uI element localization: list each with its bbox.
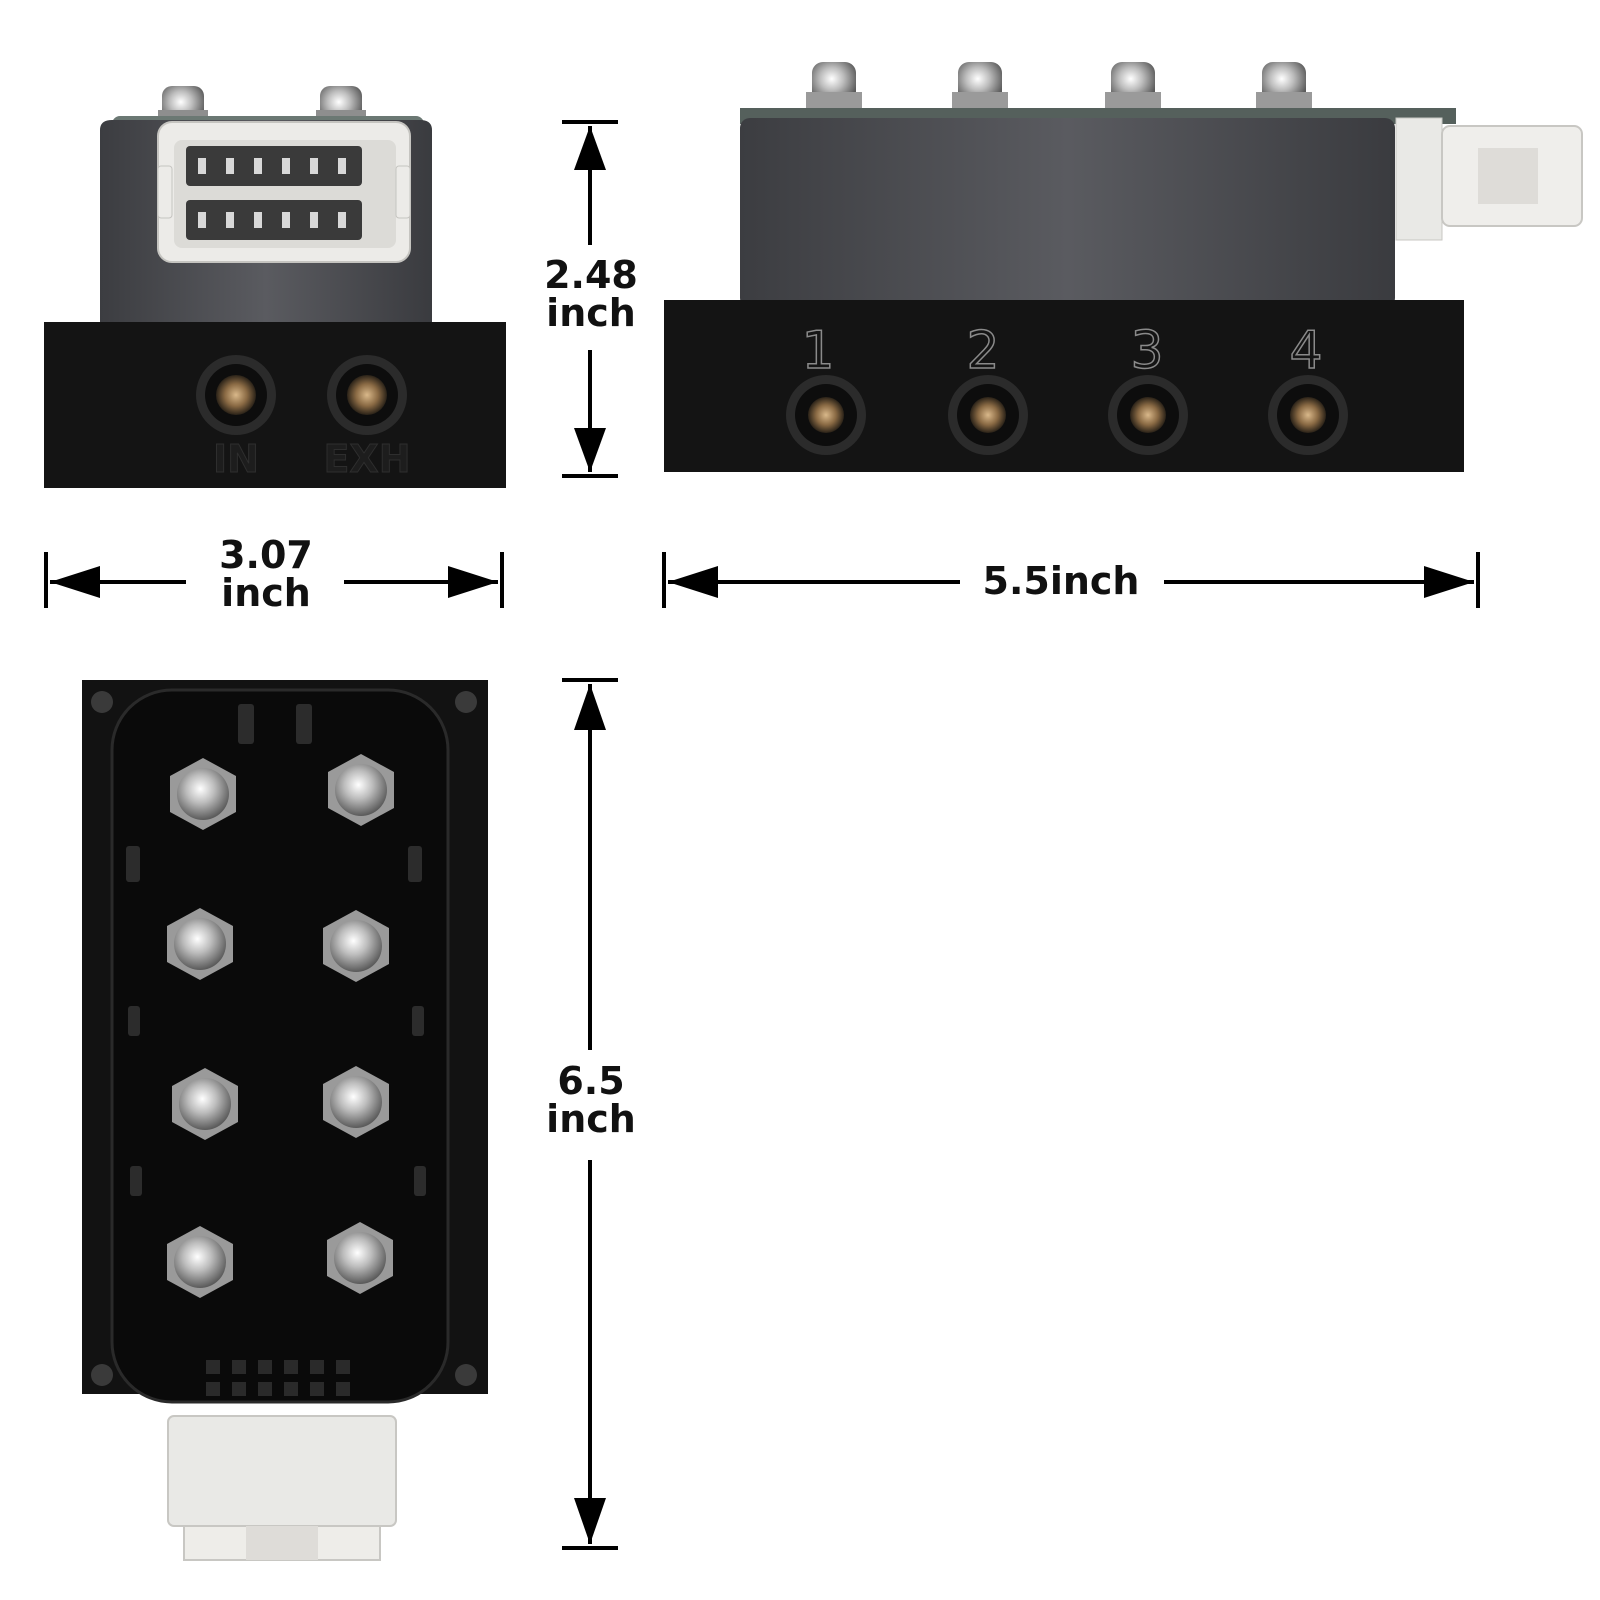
manifold-block xyxy=(664,300,1464,472)
port-number-1: 1 xyxy=(801,321,834,381)
circuit-board-outline xyxy=(110,688,450,1404)
depth-dimension-label: 6.5 inch xyxy=(536,1062,646,1138)
corner-screw xyxy=(91,691,113,713)
port-3 xyxy=(1108,375,1188,455)
corner-screw xyxy=(91,1364,113,1386)
port-label-in: IN xyxy=(213,437,259,481)
valve-housing xyxy=(740,118,1395,308)
pin-header xyxy=(206,1360,350,1396)
side-top-nut xyxy=(1256,62,1312,114)
depth-value: 6.5 xyxy=(557,1059,625,1103)
solenoid-nut xyxy=(167,908,233,980)
dimension-arrowheads xyxy=(50,126,1474,1544)
port-number-4: 4 xyxy=(1289,321,1322,381)
corner-screw xyxy=(455,691,477,713)
length-dimension-label: 5.5inch xyxy=(966,562,1156,600)
port-number-3: 3 xyxy=(1130,321,1163,381)
port-4 xyxy=(1268,375,1348,455)
height-unit: inch xyxy=(546,291,636,335)
depth-unit: inch xyxy=(546,1097,636,1141)
port-exh xyxy=(327,355,407,435)
height-value: 2.48 xyxy=(544,253,638,297)
solenoid-nut xyxy=(172,1068,238,1140)
smd-components xyxy=(126,704,426,1196)
height-dimension-label: 2.48 inch xyxy=(536,256,646,332)
manifold-block xyxy=(44,322,506,488)
dimension-lines xyxy=(44,120,1480,1550)
wire-connector xyxy=(1395,117,1583,241)
solenoid-nut xyxy=(323,910,389,982)
wire-connector xyxy=(167,1415,397,1561)
solenoid-nut xyxy=(327,1222,393,1294)
front-view: IN EXH xyxy=(44,86,506,488)
side-top-nut xyxy=(1105,62,1161,114)
solenoid-nut xyxy=(323,1066,389,1138)
port-1 xyxy=(786,375,866,455)
side-top-nut xyxy=(952,62,1008,114)
side-view: 1 2 3 4 xyxy=(664,62,1583,472)
width-value: 3.07 xyxy=(219,533,313,577)
wire-connector xyxy=(157,121,411,263)
port-number-2: 2 xyxy=(966,321,999,381)
port-in xyxy=(196,355,276,435)
side-top-nut xyxy=(806,62,862,114)
length-value: 5.5inch xyxy=(982,559,1140,603)
port-label-exh: EXH xyxy=(323,437,410,481)
width-unit: inch xyxy=(221,571,311,615)
solenoid-nut xyxy=(328,754,394,826)
solenoid-nut xyxy=(170,758,236,830)
top-view xyxy=(82,680,488,1561)
width-dimension-label: 3.07 inch xyxy=(206,536,326,612)
corner-screw xyxy=(455,1364,477,1386)
port-2 xyxy=(948,375,1028,455)
solenoid-nut xyxy=(167,1226,233,1298)
